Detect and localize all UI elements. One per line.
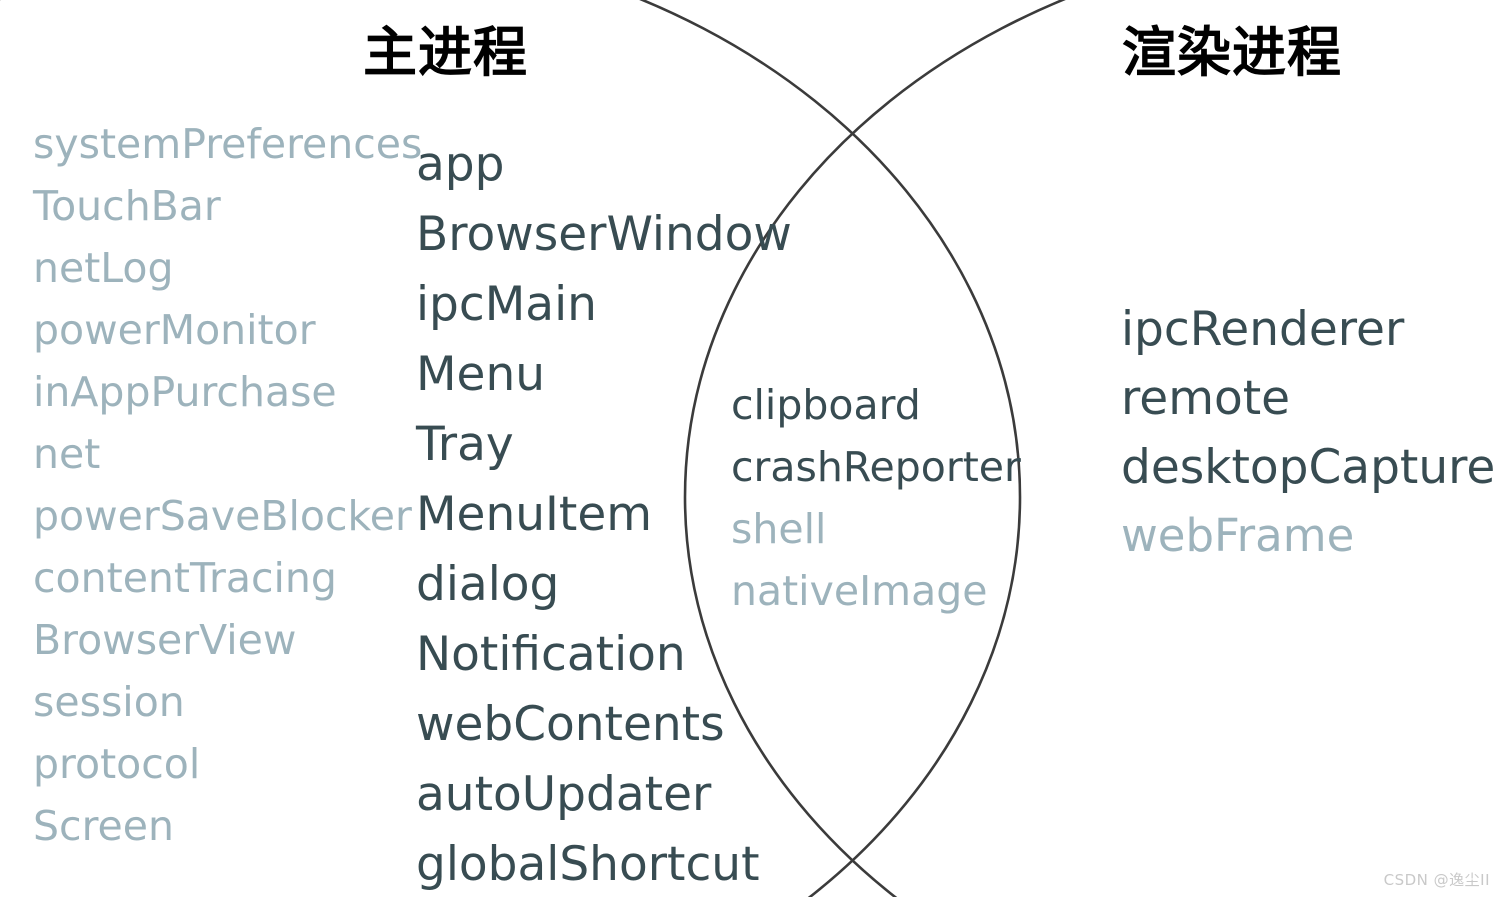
api-label-in-app-purchase: inAppPurchase [33, 368, 337, 416]
api-label-web-frame: webFrame [1121, 509, 1355, 562]
api-label-ipc-renderer: ipcRenderer [1121, 302, 1405, 357]
shared-module-list: clipboard crashReporter shell nativeImag… [731, 385, 1021, 633]
api-label-notification: Notification [416, 627, 686, 682]
api-label-clipboard: clipboard [731, 381, 921, 429]
api-label-screen: Screen [33, 802, 174, 850]
api-label-native-image: nativeImage [731, 567, 988, 615]
api-label-protocol: protocol [33, 740, 201, 788]
api-label-session: session [33, 678, 185, 726]
api-label-tray: Tray [416, 417, 514, 472]
api-label-ipc-main: ipcMain [416, 277, 597, 332]
api-label-power-monitor: powerMonitor [33, 306, 316, 354]
api-label-app: app [416, 137, 505, 192]
api-label-dialog: dialog [416, 557, 560, 612]
main-process-dark-module-list: app BrowserWindow ipcMain Menu Tray Menu… [416, 141, 792, 897]
api-label-remote: remote [1121, 371, 1291, 426]
main-process-title: 主进程 [363, 21, 528, 84]
api-label-menu-item: MenuItem [416, 487, 653, 542]
api-label-content-tracing: contentTracing [33, 554, 337, 602]
api-label-global-shortcut: globalShortcut [416, 837, 760, 892]
api-label-desktop-capture: desktopCapture [1121, 440, 1496, 495]
api-label-net: net [33, 430, 101, 478]
api-label-shell: shell [731, 505, 827, 553]
main-process-light-module-list: systemPreferences TouchBar netLog powerM… [33, 124, 422, 868]
renderer-process-title: 渲染进程 [1122, 21, 1342, 84]
api-label-web-contents: webContents [416, 697, 725, 752]
renderer-process-module-list: ipcRenderer remote desktopCapture webFra… [1121, 306, 1495, 580]
api-label-auto-updater: autoUpdater [416, 767, 712, 822]
api-label-browser-window: BrowserWindow [416, 207, 792, 262]
api-label-system-preferences: systemPreferences [33, 120, 423, 168]
api-label-crash-reporter: crashReporter [731, 443, 1021, 491]
api-label-browser-view: BrowserView [33, 616, 297, 664]
api-label-touch-bar: TouchBar [33, 182, 221, 230]
api-label-power-save-blocker: powerSaveBlocker [33, 492, 412, 540]
api-label-net-log: netLog [33, 244, 174, 292]
api-label-menu: Menu [416, 347, 546, 402]
csdn-watermark: CSDN @逸尘II [1383, 871, 1490, 889]
